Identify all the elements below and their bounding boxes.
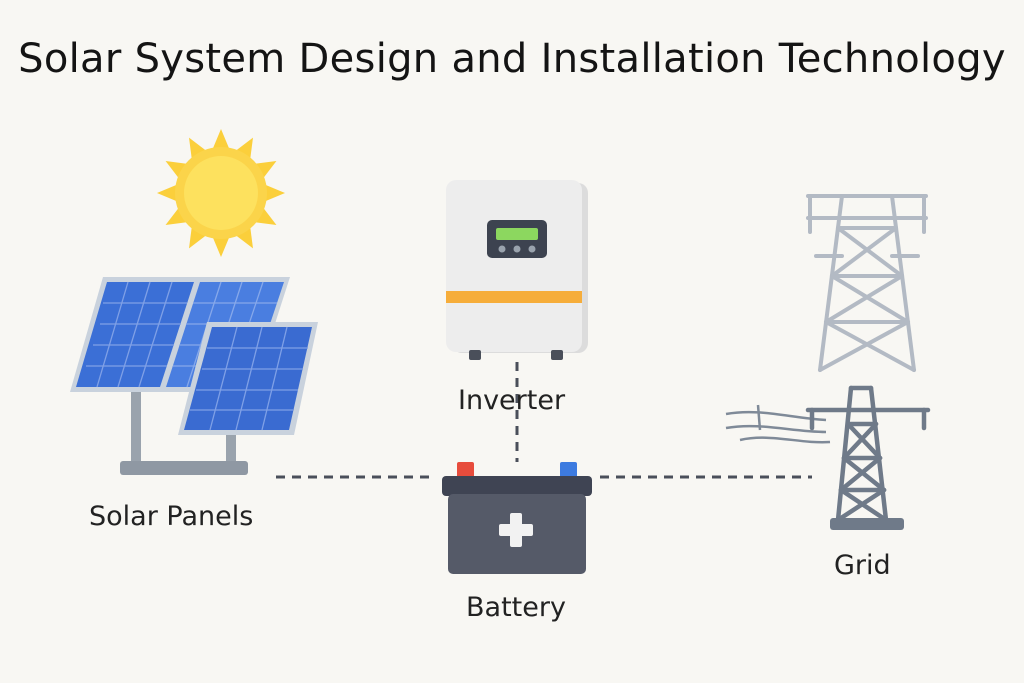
power-lines (725, 404, 831, 444)
grid-label: Grid (834, 550, 891, 581)
diagram-title: Solar System Design and Installation Tec… (18, 36, 1006, 82)
battery-label: Battery (466, 592, 566, 623)
sun-icon (157, 129, 285, 257)
battery-icon (442, 462, 592, 574)
solar-panel-icon (70, 277, 318, 475)
inverter-icon (446, 180, 588, 360)
tower-front (805, 385, 931, 523)
solar-panel-left (70, 277, 200, 392)
inverter-display (487, 220, 547, 258)
tower-back (806, 194, 928, 372)
transmission-tower-icon (725, 194, 931, 530)
inverter-label: Inverter (458, 385, 566, 416)
solar-panel-right (178, 322, 318, 435)
connection-lines (276, 362, 812, 479)
solar-panels-label: Solar Panels (89, 501, 254, 532)
